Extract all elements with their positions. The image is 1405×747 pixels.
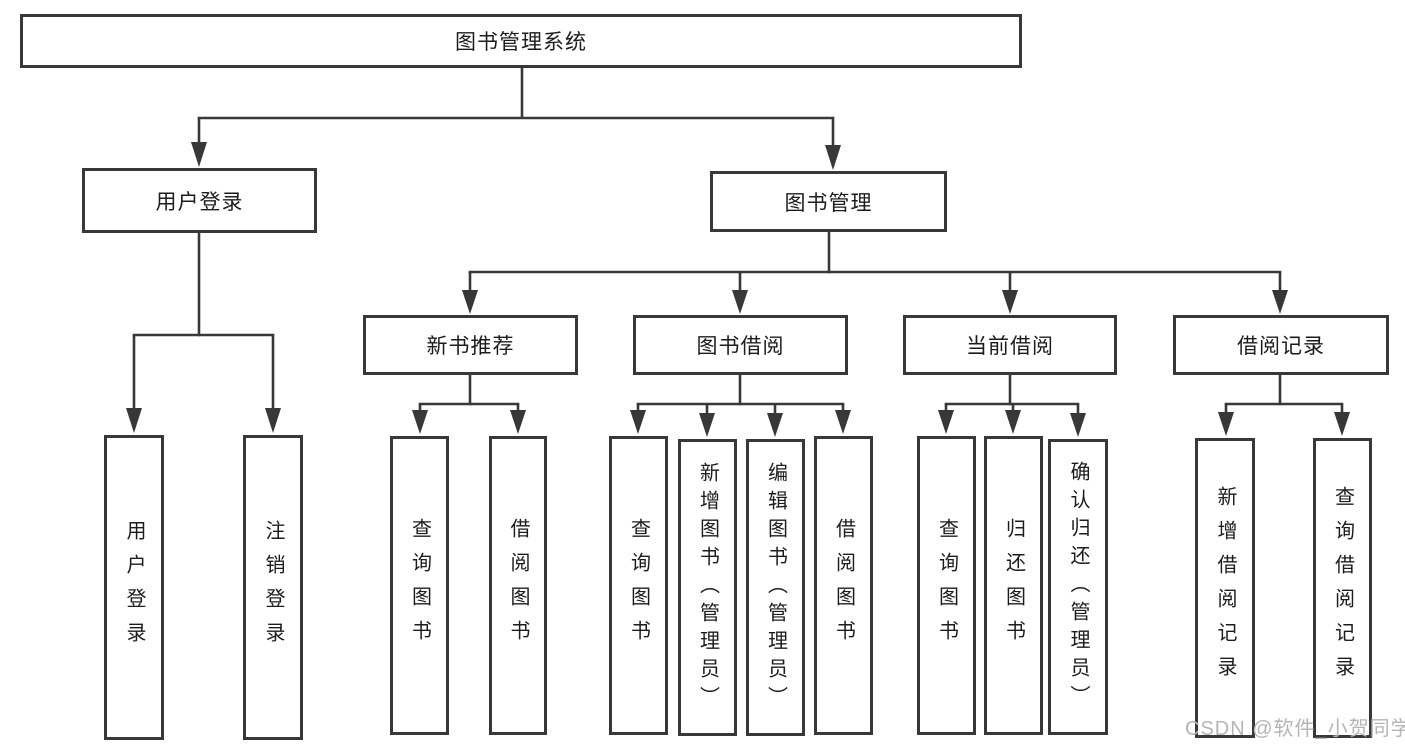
leaf-user-login: 用户登录 bbox=[104, 435, 164, 740]
leaf-confirm-return-admin: 确认归还（管理员） bbox=[1048, 439, 1108, 735]
leaf-borrow-books-borrowing: 借阅图书 bbox=[814, 436, 873, 735]
node-new-book-recommend: 新书推荐 bbox=[363, 315, 578, 375]
leaf-edit-books-admin: 编辑图书（管理员） bbox=[746, 439, 805, 736]
node-root-library-system: 图书管理系统 bbox=[20, 14, 1022, 68]
leaf-query-books-current: 查询图书 bbox=[917, 436, 976, 735]
node-user-login: 用户登录 bbox=[82, 168, 317, 233]
leaf-borrow-books-recommend: 借阅图书 bbox=[489, 436, 547, 735]
leaf-add-books-admin: 新增图书（管理员） bbox=[678, 439, 737, 736]
leaf-return-books: 归还图书 bbox=[984, 436, 1043, 735]
leaf-add-borrow-record: 新增借阅记录 bbox=[1195, 438, 1255, 738]
node-book-management: 图书管理 bbox=[710, 171, 947, 232]
leaf-logout: 注销登录 bbox=[243, 435, 303, 740]
node-borrowing-records: 借阅记录 bbox=[1173, 315, 1389, 375]
leaf-query-books-recommend: 查询图书 bbox=[390, 436, 449, 735]
leaf-query-borrow-record: 查询借阅记录 bbox=[1313, 438, 1372, 738]
node-book-borrowing: 图书借阅 bbox=[633, 315, 848, 375]
node-current-borrowing: 当前借阅 bbox=[903, 315, 1117, 375]
leaf-query-books-borrowing: 查询图书 bbox=[609, 436, 668, 735]
csdn-watermark: CSDN @软件_小贺同学 bbox=[1185, 718, 1405, 740]
arrowheads bbox=[126, 142, 1350, 437]
